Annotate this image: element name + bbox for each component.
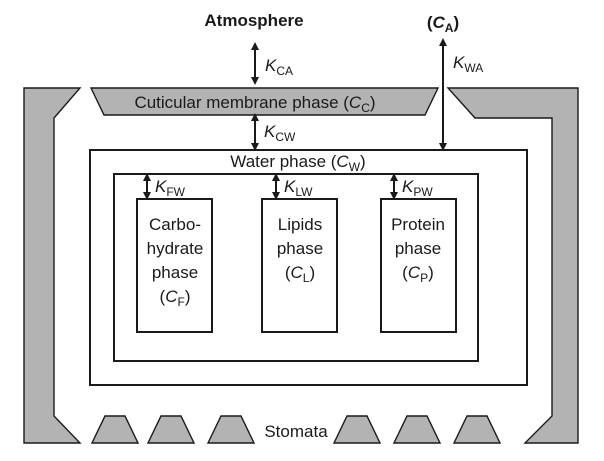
protein-phase-box [380, 198, 457, 333]
lipids-line1: Lipids [278, 215, 322, 234]
kpw-label: KPW [402, 177, 433, 199]
stomata-segment [206, 415, 256, 444]
cp-label: (CP) [402, 263, 434, 285]
water-phase-label: Water phase (CW) [230, 152, 365, 174]
stomata-segment [332, 415, 382, 444]
ca-label: (CA) [427, 13, 459, 35]
cuticle-wall-right [446, 87, 579, 444]
lipids-phase-box [261, 198, 338, 333]
stomata-segment [146, 415, 196, 444]
stomata-segment [90, 415, 140, 444]
cf-label: (CF) [160, 287, 191, 309]
lipids-line2: phase [277, 239, 323, 258]
kwa-label: KWA [453, 53, 483, 75]
klw-label: KLW [284, 177, 313, 199]
carbohydrate-line1: Carbo- [149, 215, 201, 234]
stomata-label: Stomata [264, 422, 328, 441]
carbohydrate-line2: hydrate [147, 239, 204, 258]
protein-line1: Protein [391, 215, 445, 234]
cuticular-membrane-top [89, 87, 440, 116]
atmosphere-label: Atmosphere [204, 11, 303, 30]
kca-label: KCA [265, 56, 293, 78]
stomata-segment [452, 415, 502, 444]
cuticle-wall-left [23, 87, 82, 444]
carbohydrate-line3: phase [152, 263, 198, 282]
cl-label: (CL) [285, 263, 315, 285]
kcw-label: KCW [264, 122, 296, 144]
stomata-segment [392, 415, 442, 444]
cuticular-membrane-label: Cuticular membrane phase (CC) [134, 93, 375, 115]
protein-line2: phase [395, 239, 441, 258]
kfw-label: KFW [155, 177, 186, 199]
carbohydrate-phase-box [136, 198, 213, 333]
